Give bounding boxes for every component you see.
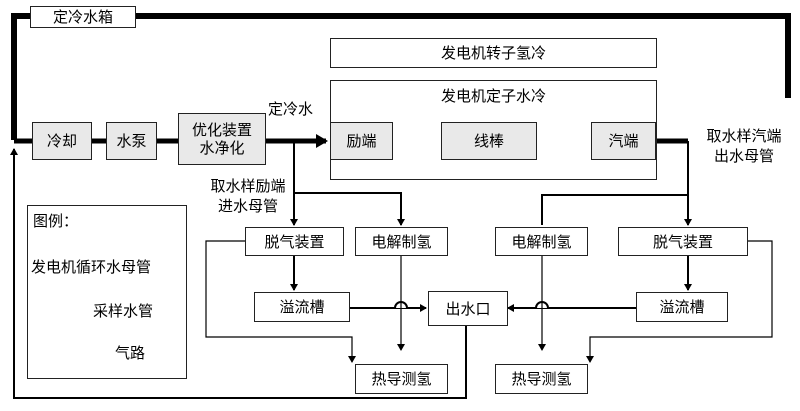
electrolysis-left-box: 电解制氢 <box>355 227 448 256</box>
sample-pipe-left-branch <box>294 192 405 226</box>
fixed-water-label: 定冷水 <box>268 100 314 118</box>
rotor-hydrogen-cooling-box: 发电机转子氢冷 <box>330 38 657 68</box>
turbine-end-box: 汽端 <box>591 122 656 160</box>
outlet-box: 出水口 <box>428 291 508 326</box>
sample-turbine-outlet-line1: 取水样汽端 <box>706 127 782 145</box>
gas-line <box>205 240 356 363</box>
legend-sample-pipe-label: 采样水管 <box>93 302 154 320</box>
pump-box: 水泵 <box>106 122 157 160</box>
cooling-box: 冷却 <box>32 122 92 160</box>
gas-line <box>586 240 773 363</box>
water-tank-label: 定冷水箱 <box>30 6 136 28</box>
exciter-end-box: 励端 <box>330 122 393 160</box>
legend-title: 图例： <box>33 212 79 230</box>
legend-main-pipe-label: 发电机循环水母管 <box>31 258 152 276</box>
purification-line2: 水净化 <box>199 139 245 157</box>
return-pipe <box>10 148 467 399</box>
sample-exciter-inlet-line1: 取水样励端 <box>210 177 286 195</box>
sample-turbine-outlet-line2: 出水母管 <box>713 147 774 165</box>
main-loop-pipe <box>11 13 791 140</box>
degasser-right-box: 脱气装置 <box>618 227 748 256</box>
sample-exciter-inlet-line2: 进水母管 <box>217 197 278 215</box>
thermal-hydrogen-right-box: 热导测氢 <box>495 364 588 394</box>
electrolysis-right-box: 电解制氢 <box>495 227 588 256</box>
stator-water-cooling-title: 发电机定子水冷 <box>440 87 546 105</box>
winding-bar-box: 线棒 <box>441 122 537 160</box>
degasser-left-box: 脱气装置 <box>245 227 344 256</box>
overflow-left-box: 溢流槽 <box>254 292 350 322</box>
sample-exciter-inlet-label: 取水样励端 进水母管 <box>202 176 294 216</box>
overflow-right-box: 溢流槽 <box>636 292 728 322</box>
legend-box <box>27 205 187 379</box>
purification-unit-box: 优化装置 水净化 <box>178 113 266 165</box>
legend-gas-label: 气路 <box>115 344 146 362</box>
purification-line1: 优化装置 <box>191 121 252 139</box>
thermal-hydrogen-left-box: 热导测氢 <box>355 364 448 394</box>
sample-pipe-right-branch <box>541 194 688 225</box>
sample-turbine-outlet-label: 取水样汽端 出水母管 <box>694 126 794 166</box>
